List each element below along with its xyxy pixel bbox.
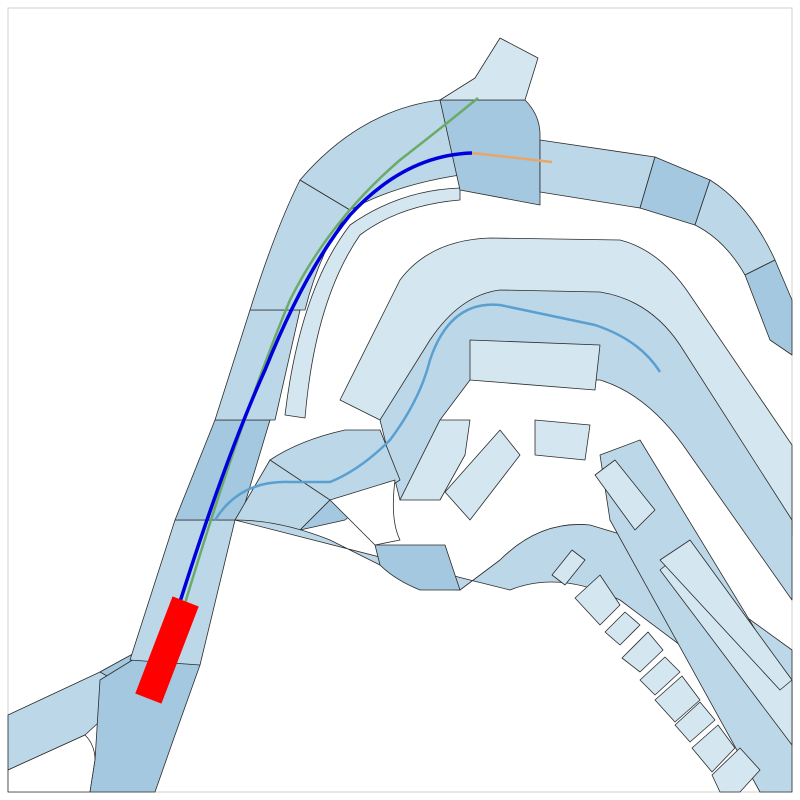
lane-segment [469, 339, 601, 391]
lane-segment [399, 419, 471, 501]
parking-box [574, 574, 621, 626]
parking-box [711, 747, 761, 793]
route-blue-light [213, 303, 662, 521]
lane-segment [594, 459, 656, 531]
parking-box [639, 656, 681, 696]
parking-box [621, 631, 664, 673]
parking-box [604, 611, 641, 646]
route-layer [163, 97, 662, 651]
parking-box [654, 675, 701, 723]
planned-path [163, 151, 473, 651]
lane-segment [444, 429, 521, 521]
road-network [7, 37, 793, 793]
lane-segment [439, 37, 539, 101]
route-green [178, 97, 479, 621]
parking-box [551, 549, 586, 586]
lane-segment [534, 419, 591, 461]
route-orange [471, 151, 553, 164]
lane-segment [329, 479, 401, 546]
lane-segment [374, 544, 461, 591]
lane-segment [659, 539, 793, 691]
lane-segment [744, 259, 793, 356]
parking-box [674, 701, 716, 743]
lane-segment [284, 187, 461, 419]
ego-vehicle [135, 596, 199, 704]
parking-box [691, 724, 736, 773]
